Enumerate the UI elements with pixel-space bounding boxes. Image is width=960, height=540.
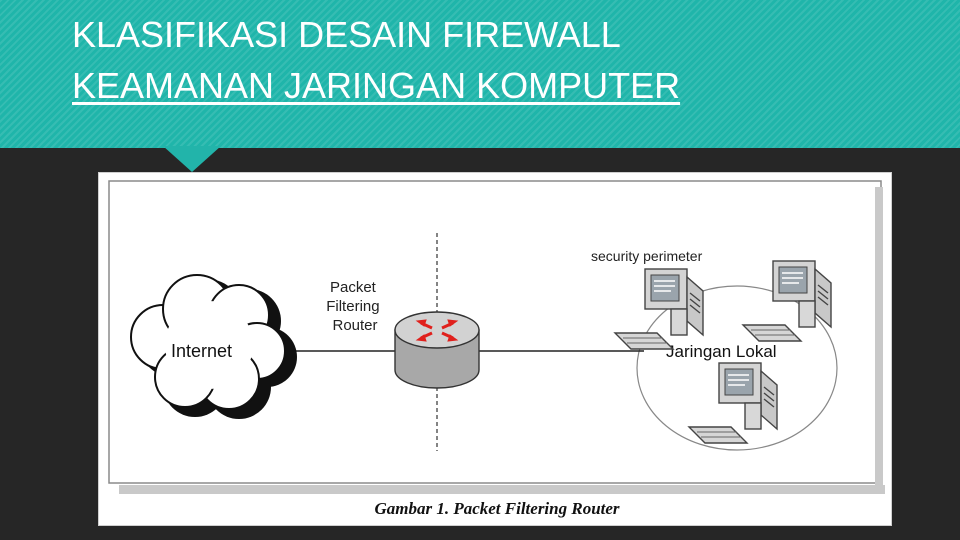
- banner-notch: [163, 146, 221, 172]
- network-diagram: Internet Packet Filtering Router securit: [108, 180, 885, 518]
- router-icon: [394, 311, 480, 389]
- internet-cloud-icon: [130, 274, 286, 410]
- figure-frame: Internet Packet Filtering Router securit: [98, 172, 892, 526]
- slide-title-line-1: KLASIFIKASI DESAIN FIREWALL: [72, 14, 621, 55]
- slide-title-line-2: KEAMANAN JARINGAN KOMPUTER: [72, 65, 681, 106]
- internet-label: Internet: [171, 341, 232, 361]
- title-banner: KLASIFIKASI DESAIN FIREWALL KEAMANAN JAR…: [0, 0, 960, 148]
- router-label-line-2: Filtering: [326, 298, 379, 315]
- figure-caption: Gambar 1. Packet Filtering Router: [374, 499, 619, 518]
- router-label: Packet Filtering Router: [326, 279, 384, 334]
- router-label-line-3: Router: [332, 317, 377, 334]
- lan-label: Jaringan Lokal: [666, 342, 777, 361]
- security-perimeter-label: security perimeter: [591, 248, 703, 264]
- router-label-line-1: Packet: [330, 279, 377, 296]
